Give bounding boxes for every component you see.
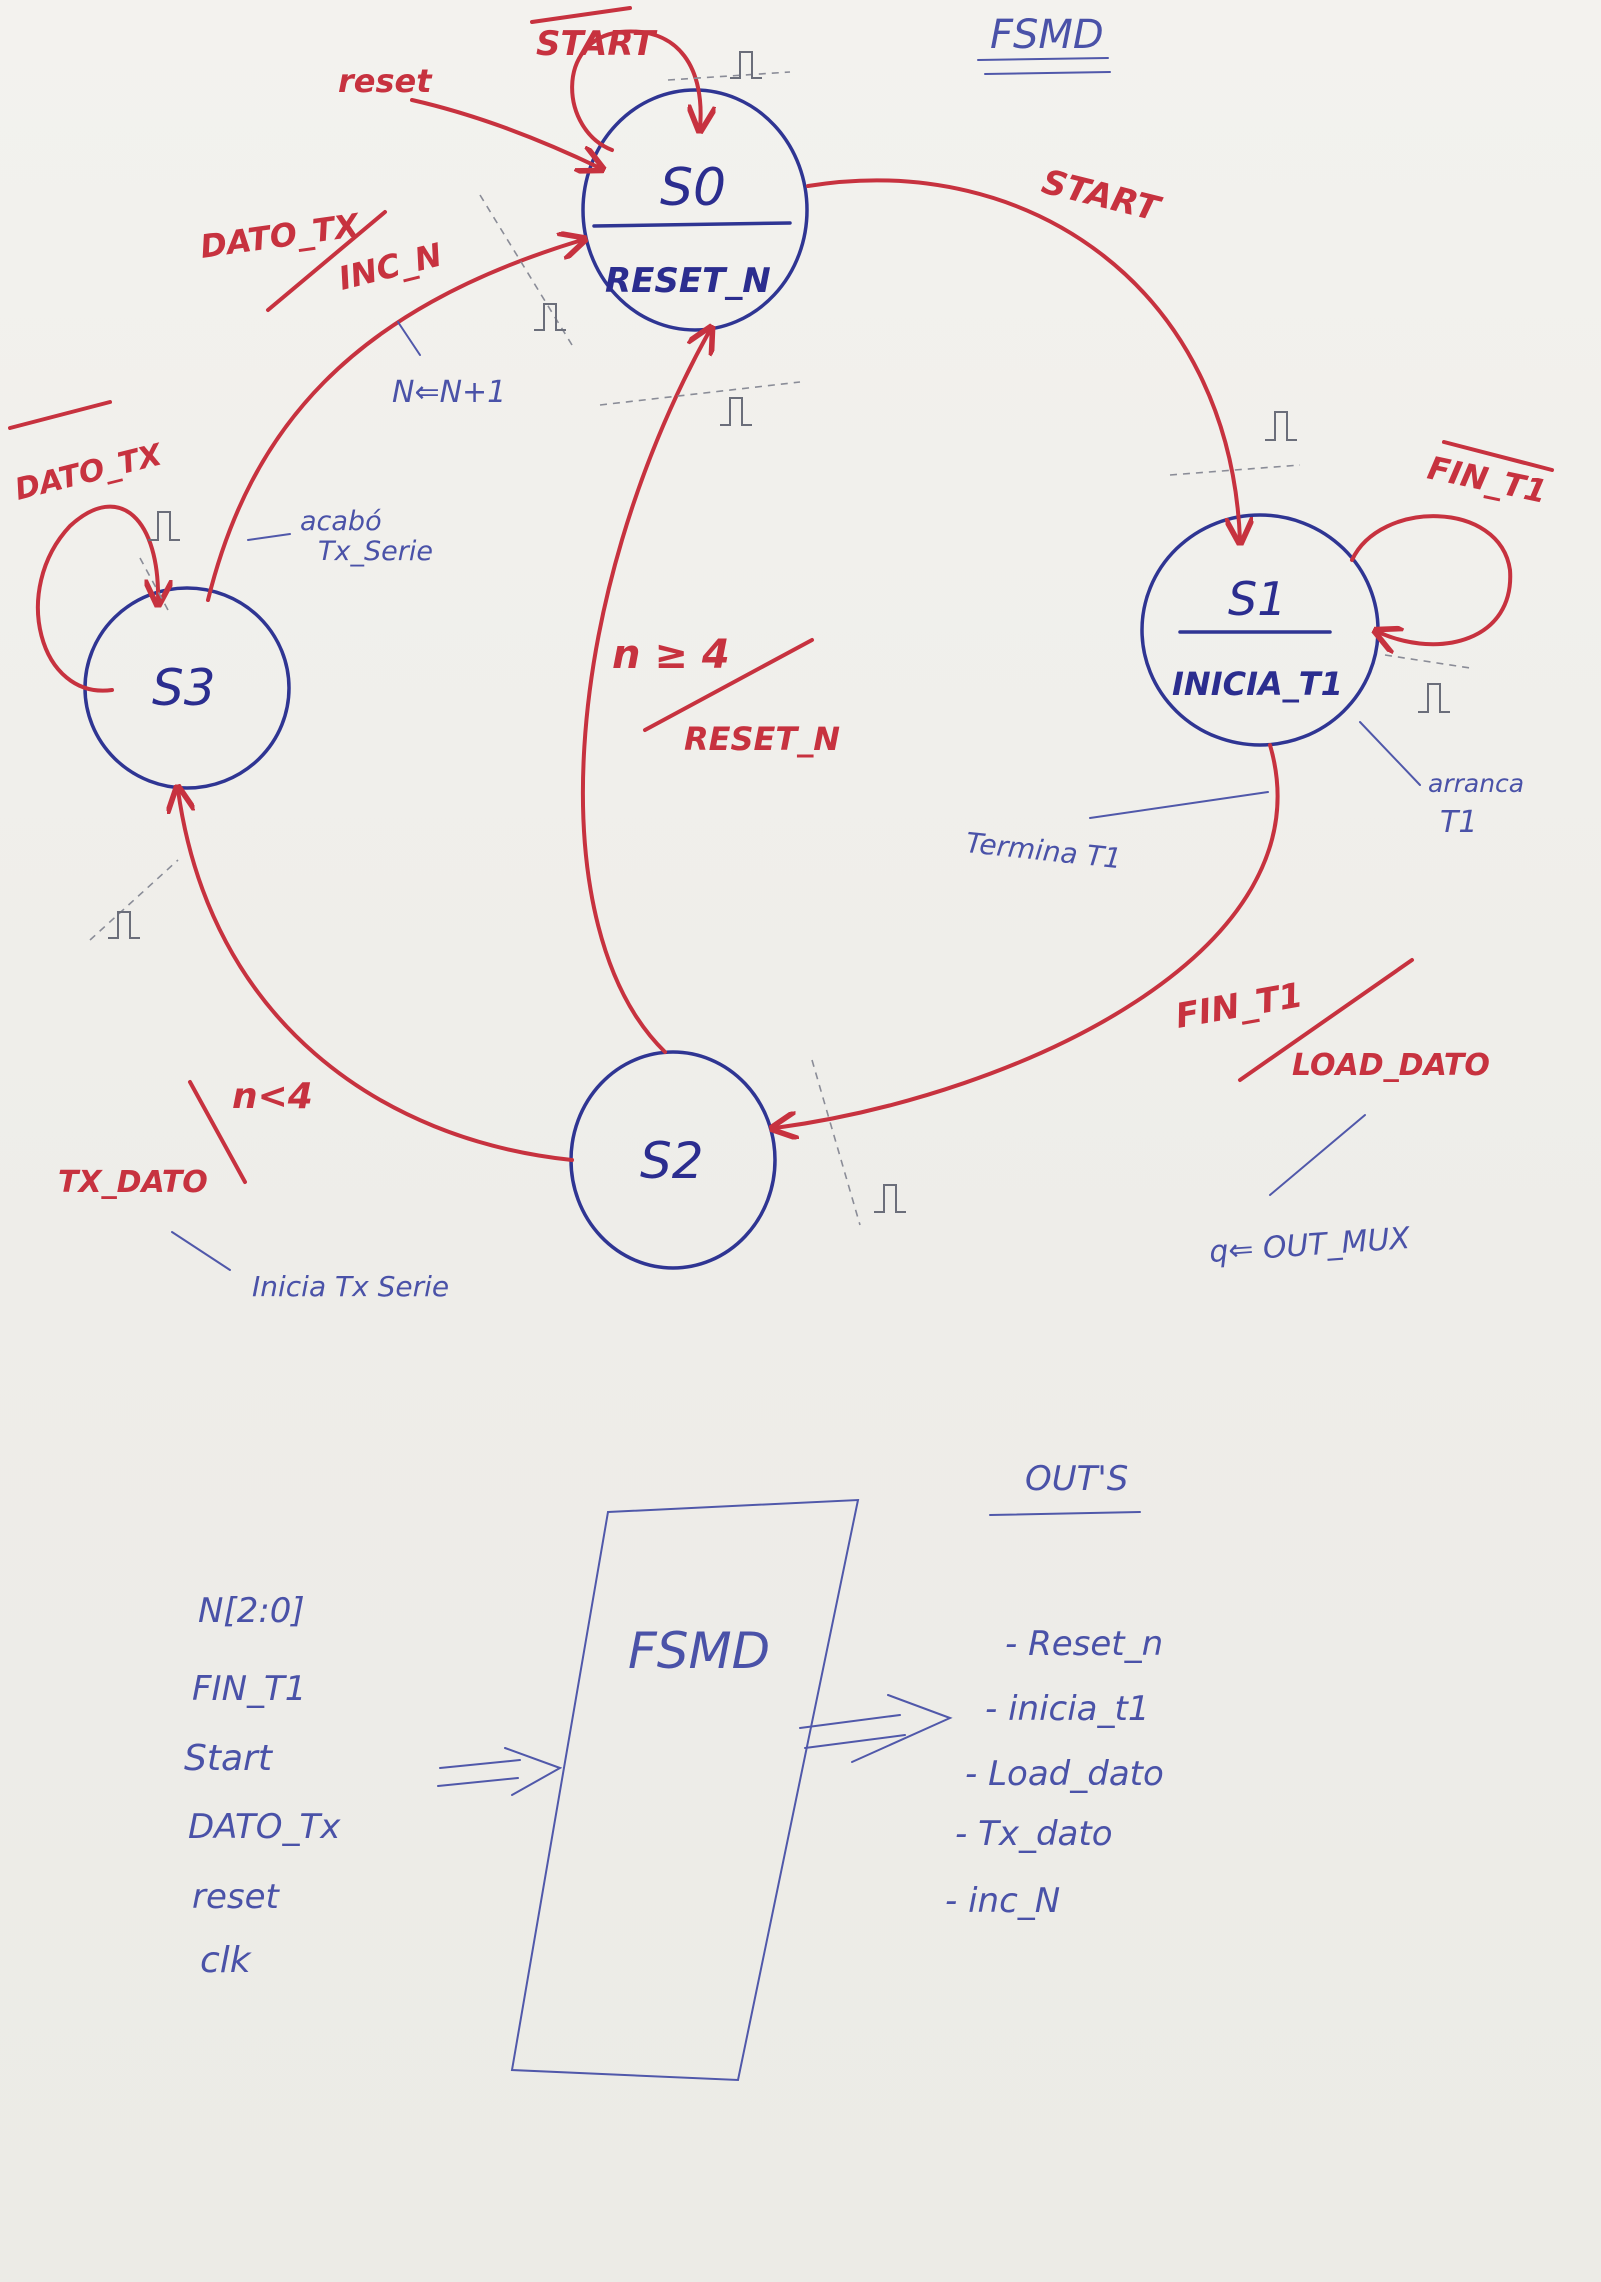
note-termina-t1: Termina T1: [964, 826, 1123, 875]
input-dato-tx: DATO_Tx: [188, 1807, 341, 1847]
slash-fin-t1-load: [1238, 958, 1414, 1082]
transition-s1-s2: [775, 743, 1280, 1128]
note-arranca-t1: T1: [1440, 805, 1477, 840]
outputs-title-underline: [989, 1511, 1141, 1516]
output-inicia-t1: - inicia_t1: [985, 1689, 1149, 1729]
input-n: N[2:0]: [198, 1591, 305, 1631]
title-fsmd: FSMD: [990, 12, 1104, 58]
note-acabo: acabó: [300, 506, 382, 537]
overline-start-self: [530, 6, 632, 24]
output-reset-n: - Reset_n: [1005, 1624, 1163, 1664]
fsmd-block-outline: [510, 1498, 860, 2082]
overline-fin-t1-self: [1442, 440, 1554, 472]
label-tx-dato: TX_DATO: [58, 1165, 208, 1200]
title-underline: [977, 57, 1111, 75]
transition-s2-s0: [580, 330, 710, 1054]
label-reset: reset: [338, 62, 433, 100]
state-s2-label: S2: [640, 1132, 704, 1190]
clock-pulse-marks: [89, 51, 1471, 1226]
input-reset: reset: [192, 1877, 281, 1917]
output-inc-n: - inc_N: [945, 1881, 1060, 1921]
input-fin-t1: FIN_T1: [192, 1669, 306, 1709]
transition-s2-s3: [178, 790, 574, 1162]
output-tx-dato: - Tx_dato: [955, 1814, 1113, 1854]
label-reset-n: RESET_N: [684, 720, 840, 758]
slash-dato-inc: [266, 210, 387, 312]
output-load-dato: - Load_dato: [965, 1754, 1164, 1794]
note-inicia-tx-serie: Inicia Tx Serie: [252, 1270, 449, 1303]
note-pointer-inicia-tx: [171, 1231, 231, 1271]
label-n-lt-4: n<4: [232, 1076, 313, 1117]
label-fin-t1-s1-s2: FIN_T1: [1173, 975, 1306, 1037]
label-dato-tx-self: DATO_TX: [11, 437, 167, 508]
block-inputs: N[2:0] FIN_T1 Start DATO_Tx reset clk: [184, 1591, 341, 1981]
label-start-s0-s1: START: [1038, 162, 1166, 230]
state-s2: S2: [569, 1050, 777, 1270]
outputs-title: OUT'S: [1025, 1459, 1128, 1499]
note-pointer-acabo: [247, 533, 291, 541]
state-s0: S0 RESET_N: [581, 88, 809, 332]
label-fin-t1-self: FIN_T1: [1424, 449, 1550, 511]
label-start-self: START: [536, 24, 658, 64]
slash-n-ge-4: [643, 638, 814, 732]
output-arrow: [799, 1694, 953, 1763]
state-s1-label: S1: [1228, 572, 1286, 626]
note-pointer-n-update: [397, 321, 421, 356]
state-s1-output: INICIA_T1: [1172, 665, 1343, 703]
note-pointer-termina: [1089, 791, 1269, 819]
label-n-ge-4: n ≥ 4: [612, 632, 730, 678]
state-s3-label: S3: [152, 659, 216, 717]
note-q-out-mux: q⇐ OUT_MUX: [1208, 1221, 1412, 1270]
label-dato-tx-s3-s0: DATO_TX: [198, 206, 363, 266]
state-s3: S3: [83, 586, 291, 790]
state-s0-output: RESET_N: [605, 261, 771, 301]
note-pointer-arranca: [1359, 721, 1421, 786]
input-clk: clk: [200, 1940, 253, 1981]
overline-dato-tx-self: [8, 400, 112, 430]
fsmd-block: FSMD: [510, 1498, 860, 2082]
state-s0-divider: [592, 221, 792, 228]
state-s0-label: S0: [660, 158, 726, 218]
transition-s3-s0: [206, 240, 582, 602]
input-start: Start: [184, 1738, 274, 1779]
note-tx-serie: Tx_Serie: [318, 536, 433, 567]
input-arrow: [437, 1747, 563, 1796]
fsmd-block-label: FSMD: [628, 1622, 770, 1680]
state-s1: S1 INICIA_T1: [1140, 513, 1380, 747]
transition-reset: [410, 98, 600, 168]
slash-n-lt-4: [188, 1080, 247, 1184]
block-outputs: OUT'S - Reset_n - inicia_t1 - Load_dato …: [945, 1459, 1164, 1921]
transition-s3-self: [35, 504, 158, 693]
note-pointer-q: [1269, 1114, 1366, 1196]
transition-s0-s1: [806, 178, 1240, 540]
note-n-update: N⇐N+1: [392, 375, 506, 410]
label-load-dato: LOAD_DATO: [1292, 1048, 1490, 1083]
transition-s1-self: [1350, 514, 1513, 644]
note-arranca: arranca: [1428, 769, 1524, 798]
